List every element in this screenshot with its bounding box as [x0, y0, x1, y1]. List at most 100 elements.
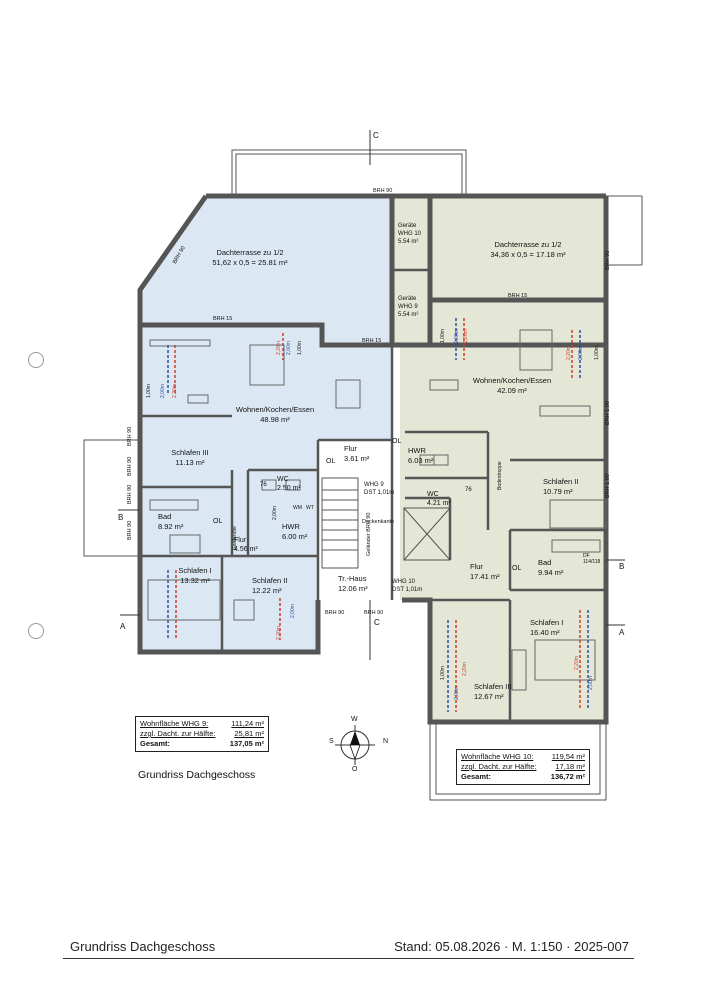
room-name: Bad: [158, 512, 172, 521]
room-area: 4.21 m²: [427, 500, 451, 507]
summary-value: 17,18 m²: [555, 762, 585, 771]
room-name: Flur: [344, 444, 357, 453]
dim-200-5: 2,00m: [454, 329, 460, 343]
room-whg10-bad: Bad 9.94 m²: [538, 558, 578, 578]
room-area: 12.22 m²: [252, 586, 282, 595]
wm-label: WM: [293, 505, 302, 511]
ol-label-3: OL: [512, 565, 522, 572]
room-area: 6.03 m²: [408, 456, 434, 465]
garderobe-label: Garderobe: [232, 526, 238, 550]
summary-whg10: Wohnfläche WHG 10: 119,54 m² zzgl. Dacht…: [456, 749, 590, 785]
summary-row: zzgl. Dacht. zur Hälfte: 17,18 m²: [461, 762, 585, 772]
compass-s: S: [329, 738, 334, 745]
room-whg10-terrace: Dachterrasse zu 1/2 34,36 x 0,5 = 17.18 …: [478, 240, 578, 260]
room-area: 11.13 m²: [175, 458, 205, 467]
wt-label: WT: [306, 505, 314, 511]
room-area: 42.09 m²: [497, 386, 527, 395]
summary-row: Gesamt: 137,05 m²: [140, 739, 264, 749]
dst-value: DST 1,01m: [392, 587, 423, 593]
punch-hole-bottom: [28, 623, 44, 639]
inner-walls: [140, 268, 606, 722]
room-name: Schlafen II: [252, 576, 288, 585]
summary-key: Wohnfläche WHG 9:: [140, 719, 209, 728]
brh-left-2: BRH 90: [127, 456, 133, 476]
room-whg9-flur: Flur 4.56 m²: [234, 536, 264, 554]
room-name: Wohnen/Kochen/Essen: [235, 405, 315, 414]
compass-south-arrow: [349, 744, 361, 761]
room-name: Flur: [470, 562, 483, 571]
room-name: Geräte WHG 9: [398, 296, 418, 310]
punch-hole-top: [28, 352, 44, 368]
summary-row: zzgl. Dacht. zur Hälfte: 25,81 m²: [140, 729, 264, 739]
dim-220-6: 2,20m: [462, 662, 468, 676]
whg10-fill: [392, 196, 606, 720]
room-name: HWR: [408, 446, 426, 455]
brh-whg10-top: BRH 15: [508, 293, 528, 299]
summary-value: 119,54 m²: [551, 752, 585, 761]
dst-value: DST 1,01m: [364, 490, 395, 496]
compass-w: W: [351, 716, 358, 723]
marker-a-right: A: [619, 628, 625, 637]
brh-bottom-1: BRH 90: [325, 610, 345, 616]
room-whg10-schlafen3: Schlafen III 12.67 m²: [474, 682, 524, 702]
room-name: Geräte WHG 10: [398, 223, 422, 237]
dim-220-7: 2,20m: [574, 656, 580, 670]
room-whg9-schlafen1: Schlafen I 13.32 m²: [170, 566, 220, 586]
ol-label-2: OL: [213, 518, 223, 525]
brh-left-4: BRH 90: [127, 520, 133, 540]
room-name: Wohnen/Kochen/Essen: [472, 376, 552, 385]
room-whg10-living: Wohnen/Kochen/Essen 42.09 m²: [462, 376, 562, 396]
brh-gelaender: Geländer BRH 90: [366, 512, 372, 556]
footer-rule: [63, 958, 634, 959]
room-whg9-schlafen3: Schlafen III 11.13 m²: [160, 448, 220, 468]
room-area: 6.00 m²: [282, 532, 308, 541]
room-whg10-wc: WC 4.21 m²: [427, 490, 467, 508]
dim-220-5: 2,20m: [566, 346, 572, 360]
dim-200-8: 2,00m: [588, 676, 594, 690]
brh-whg9-top: BRH 15: [213, 316, 233, 322]
room-whg9-schlafen2: Schlafen II 12.22 m²: [252, 576, 302, 596]
room-geraete10: Geräte WHG 10 5.54 m²: [398, 222, 430, 246]
summary-key: zzgl. Dacht. zur Hälfte:: [140, 729, 216, 738]
room-name: Schlafen I: [178, 566, 212, 575]
deckenkante-label: Deckenkante: [362, 519, 395, 525]
dim-200-2: 2,00m: [286, 341, 292, 355]
ol-label-1: OL: [326, 458, 336, 465]
marker-b-left: B: [118, 513, 124, 522]
height-markers: [167, 318, 589, 712]
room-whg9-living: Wohnen/Kochen/Essen 48.98 m²: [225, 405, 325, 425]
summary-value: 111,24 m²: [231, 719, 264, 728]
df-label: DF 114/118: [583, 553, 601, 565]
dim-76-1: 76: [260, 482, 267, 488]
room-whg9-hwr: HWR 6.00 m²: [282, 522, 322, 542]
brh-top: BRH 90: [373, 188, 393, 194]
ol-label-4: OL: [392, 438, 402, 445]
room-area: 5.54 m²: [398, 312, 419, 318]
summary-value: 25,81 m²: [234, 729, 264, 738]
dim-200-7: 2,00m: [454, 686, 460, 700]
room-area: 34,36 x 0,5 = 17.18 m²: [490, 250, 566, 259]
brh-right-side: BRH 90: [605, 250, 611, 270]
summary-key: Gesamt:: [461, 772, 492, 781]
room-area: 8.92 m²: [158, 522, 184, 531]
room-area: 3.61 m²: [344, 454, 370, 463]
room-name: Schlafen III: [171, 448, 209, 457]
room-area: 13.32 m²: [180, 576, 210, 585]
room-name: Schlafen I: [530, 618, 564, 627]
room-name: Tr.-Haus: [338, 574, 367, 583]
room-name: Bad: [538, 558, 552, 567]
dim-220-4: 2,20m: [463, 329, 469, 343]
dim-220-3: 2,20m: [276, 626, 282, 640]
room-name: WC: [277, 476, 289, 483]
room-area: 16.40 m²: [530, 628, 560, 637]
summary-value: 136,72 m²: [550, 772, 585, 781]
room-treppenhaus: Tr.-Haus 12.06 m²: [338, 574, 388, 594]
dim-100-5: 1,00m: [440, 666, 446, 680]
summary-key: Gesamt:: [140, 739, 171, 748]
dim-200-6: 2,00m: [578, 346, 584, 360]
dim-200-1: 2,00m: [160, 384, 166, 398]
room-whg9-terrace: Dachterrasse zu 1/2 51,62 x 0,5 = 25.81 …: [200, 248, 300, 268]
brh-right-1: BRH 1,00: [605, 401, 611, 425]
room-area: 2.50 m²: [277, 485, 301, 492]
